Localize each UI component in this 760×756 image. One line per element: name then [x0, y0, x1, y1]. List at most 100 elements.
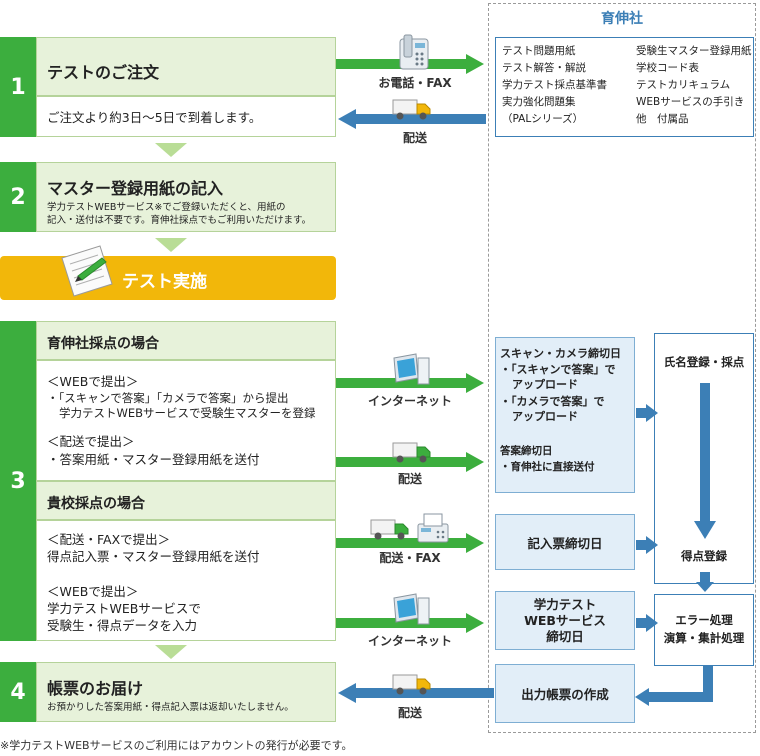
truck-icon [392, 440, 432, 468]
step-3b-fax-1: 得点記入票・マスター登録用紙を送付 [47, 549, 260, 564]
step-1-arrow-out-label: お電話・FAX [378, 76, 452, 90]
publisher-item: 学力テスト採点基準書 [502, 79, 607, 91]
publisher-items-box: テスト問題用紙 テスト解答・解説 学力テスト採点基準書 実力強化問題集 （PAL… [495, 37, 754, 137]
step-2-box: マスター登録用紙の記入 学力テストWEBサービス※でご登録いただくと、用紙の 記… [36, 162, 336, 232]
step-1-note: ご注文より約3日～5日で到着します。 [47, 110, 262, 125]
scan-deadline-1b: アップロード [512, 378, 578, 391]
step-1-arrow-in-label: 配送 [402, 131, 427, 145]
publisher-item: 学校コード表 [636, 62, 699, 74]
step-3-arrow-internet-2 [336, 613, 484, 633]
step-1-header: テストのご注文 [36, 37, 336, 96]
step-4-number: 4 [0, 662, 36, 722]
processing-arrow-down [694, 383, 716, 539]
step-3a-web-2: 学力テストWEBサービスで受験生マスターを登録 [59, 406, 316, 420]
step-1-arrow-in [338, 109, 486, 129]
step-4-box: 帳票のお届け お預かりした答案用紙・得点記入票は返却いたしません。 [36, 662, 336, 722]
error-label-1: エラー処理 [675, 613, 733, 627]
flow-arrow-down [155, 238, 187, 252]
truck-icon [392, 672, 432, 700]
scan-deadline-box: スキャン・カメラ締切日 ・「スキャンで答案」で アップロード ・「カメラで答案」… [495, 337, 635, 493]
web-deadline-1: 学力テスト [533, 597, 597, 612]
step-1-note-box: ご注文より約3日～5日で到着します。 [36, 96, 336, 137]
publisher-item: テスト解答・解説 [502, 62, 586, 74]
web-deadline-2: WEBサービス [524, 613, 606, 628]
publisher-item: テスト問題用紙 [502, 45, 576, 57]
step-1-title: テストのご注文 [47, 63, 160, 82]
step-3b-title: 貴校採点の場合 [47, 496, 145, 512]
step-2-note-1: 学力テストWEBサービス※でご登録いただくと、用紙の [47, 202, 286, 213]
fax-icon [416, 512, 450, 548]
step-3-arrow-internet-1 [336, 373, 484, 393]
step-3b-body: ＜配送・FAXで提出＞ 得点記入票・マスター登録用紙を送付 ＜WEBで提出＞ 学… [36, 520, 336, 641]
internet-label-1: インターネット [367, 394, 452, 408]
delivery-label: 配送 [397, 472, 422, 486]
test-exec-label: テスト実施 [122, 272, 207, 292]
computer-icon [392, 352, 432, 392]
error-label-2: 演算・集計処理 [663, 631, 745, 645]
name-registration-label: 氏名登録・採点 [663, 355, 745, 369]
answer-deadline-1: ・育伸社に直接送付 [500, 461, 595, 473]
step-3a-title: 育伸社採点の場合 [47, 336, 159, 352]
web-to-process-arrow [636, 614, 658, 632]
step-1-number: 1 [0, 37, 36, 137]
step-3b-web-head: ＜WEBで提出＞ [47, 584, 139, 599]
step-2-note-2: 記入・送付は不要です。育伸社採点でもご利用いただけます。 [47, 215, 312, 226]
computer-icon [392, 592, 432, 632]
step-3b-fax-head: ＜配送・FAXで提出＞ [47, 532, 171, 547]
scan-deadline-2b: アップロード [512, 410, 578, 423]
internet-label-2: インターネット [367, 634, 452, 648]
kinyu-deadline-box: 記入票締切日 [495, 514, 635, 570]
publisher-region [488, 3, 756, 733]
step-3b-header: 貴校採点の場合 [36, 481, 336, 520]
output-box: 出力帳票の作成 [495, 664, 635, 723]
output-label: 出力帳票の作成 [521, 687, 609, 702]
step-4-title: 帳票のお届け [47, 679, 144, 698]
scan-deadline-title: スキャン・カメラ締切日 [500, 347, 621, 360]
step-3a-web-1: ・「スキャンで答案」「カメラで答案」から提出 [47, 391, 289, 405]
publisher-item: 実力強化問題集 [502, 96, 576, 108]
step-3b-web-1: 学力テストWEBサービスで [47, 601, 201, 616]
publisher-item: WEBサービスの手引き [636, 96, 745, 108]
truck-icon [370, 517, 410, 545]
step-4-note: お預かりした答案用紙・得点記入票は返却いたしません。 [47, 702, 294, 713]
score-registration-label: 得点登録 [681, 549, 727, 563]
step-3a-web-head: ＜WEBで提出＞ [47, 374, 139, 389]
step-3b-web-2: 受験生・得点データを入力 [47, 618, 198, 633]
scan-deadline-1: ・「スキャンで答案」で [500, 363, 616, 376]
truck-icon [392, 97, 432, 125]
answer-deadline-title: 答案締切日 [500, 445, 553, 457]
publisher-item: 受験生マスター登録用紙 [636, 45, 752, 57]
step-3-number: 3 [0, 321, 36, 641]
web-deadline-3: 締切日 [546, 629, 584, 644]
test-exec-banner: テスト実施 [0, 256, 336, 300]
publisher-item: （PALシリーズ） [502, 113, 584, 125]
phone-icon [398, 33, 432, 75]
flow-arrow-down [155, 645, 187, 659]
step-4-arrow-in-label: 配送 [397, 706, 422, 720]
step-3a-mail-1: ・答案用紙・マスター登録用紙を送付 [47, 452, 260, 467]
publisher-title: 育伸社 [601, 11, 643, 27]
processing-arrow-down-2 [696, 572, 714, 592]
delivery-fax-label: 配送・FAX [379, 551, 441, 565]
step-2-title: マスター登録用紙の記入 [47, 179, 224, 198]
error-to-output-arrow [635, 666, 713, 706]
publisher-items-left: テスト問題用紙 テスト解答・解説 学力テスト採点基準書 実力強化問題集 （PAL… [502, 43, 607, 128]
kinyu-to-process-arrow [636, 536, 658, 554]
web-deadline-box: 学力テスト WEBサービス 締切日 [495, 591, 635, 650]
step-2-number: 2 [0, 162, 36, 232]
publisher-item: 他 付属品 [636, 113, 689, 125]
scan-to-process-arrow [636, 404, 658, 422]
step-3a-mail-head: ＜配送で提出＞ [47, 434, 135, 449]
step-3a-body: ＜WEBで提出＞ ・「スキャンで答案」「カメラで答案」から提出 学力テストWEB… [36, 360, 336, 481]
test-paper-icon [54, 244, 116, 304]
error-processing-box: エラー処理 演算・集計処理 [654, 594, 754, 666]
step-3-arrow-delivery [336, 452, 484, 472]
publisher-item: テストカリキュラム [636, 79, 731, 91]
kinyu-deadline-label: 記入票締切日 [527, 535, 603, 551]
step-4-arrow-in [338, 683, 494, 703]
footnote: ※学力テストWEBサービスのご利用にはアカウントの発行が必要です。 [0, 739, 353, 752]
publisher-items-right: 受験生マスター登録用紙 学校コード表 テストカリキュラム WEBサービスの手引き… [636, 43, 752, 128]
flow-arrow-down [155, 143, 187, 157]
scan-deadline-2: ・「カメラで答案」で [500, 395, 605, 408]
step-3a-header: 育伸社採点の場合 [36, 321, 336, 360]
